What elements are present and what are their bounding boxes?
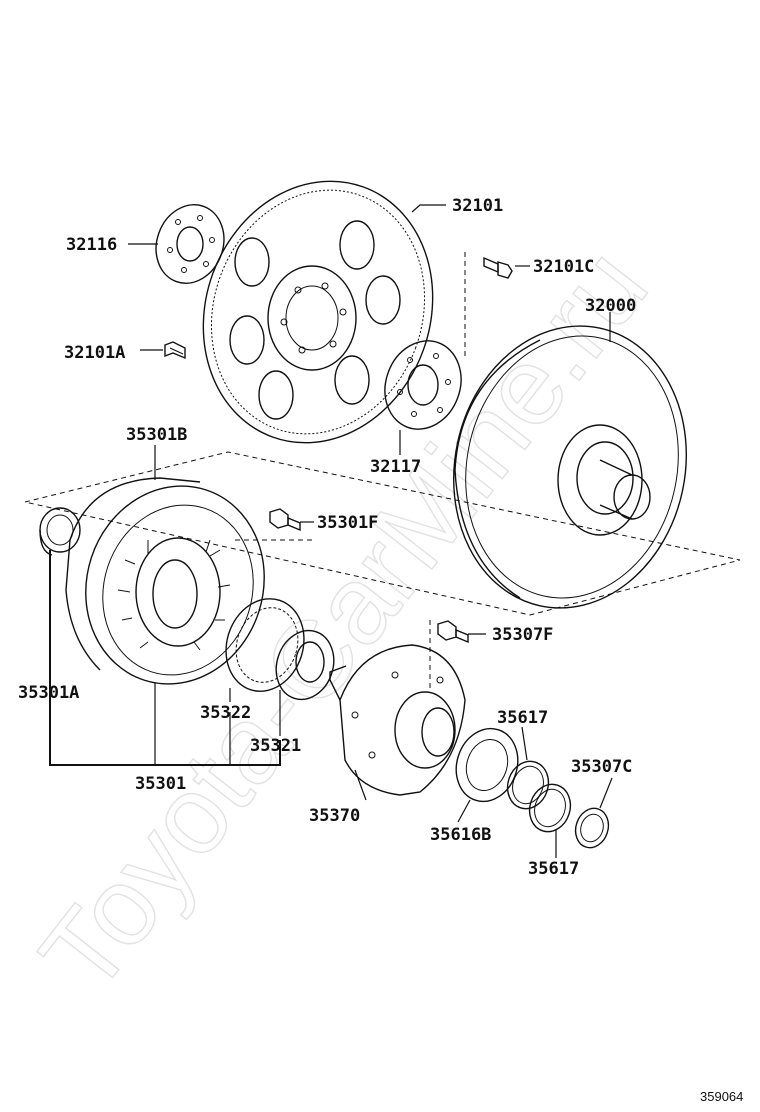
driven-gear-35322 — [225, 598, 305, 692]
seal-ring-35617-upper — [506, 760, 550, 810]
bolt-32101C — [483, 256, 513, 279]
flywheel-32101 — [202, 180, 434, 444]
label-32101C[interactable]: 32101C — [533, 257, 594, 277]
label-32117[interactable]: 32117 — [370, 457, 421, 477]
part-labels: 32101 32116 32101C 32000 32101A 32117 35… — [18, 196, 636, 879]
label-35616B[interactable]: 35616B — [430, 825, 491, 845]
label-35301[interactable]: 35301 — [135, 774, 186, 794]
torque-converter-32000 — [453, 325, 687, 609]
washer-35307C — [574, 807, 610, 849]
label-35321[interactable]: 35321 — [250, 736, 301, 756]
bolt-35307F — [437, 620, 469, 644]
seal-ring-35617-lower — [528, 783, 572, 833]
label-32116[interactable]: 32116 — [66, 235, 117, 255]
stator-shaft-35370 — [329, 644, 466, 796]
label-35370[interactable]: 35370 — [309, 806, 360, 826]
label-35307F[interactable]: 35307F — [492, 625, 553, 645]
label-35322[interactable]: 35322 — [200, 703, 251, 723]
leader-lines — [49, 204, 613, 858]
drive-gear-35321 — [275, 629, 335, 701]
label-35301B[interactable]: 35301B — [126, 425, 187, 445]
thrust-washer-35616B — [455, 727, 519, 803]
label-32101A[interactable]: 32101A — [64, 343, 125, 363]
plate-32117 — [384, 340, 462, 430]
drive-plate-32116 — [155, 204, 225, 284]
diagram-id: 359064 — [700, 1089, 743, 1104]
label-32101[interactable]: 32101 — [452, 196, 503, 216]
label-35301F[interactable]: 35301F — [317, 513, 378, 533]
bolt-35301F — [269, 508, 301, 532]
oil-seal-35301A — [39, 507, 81, 556]
oil-pump-body-35301 — [65, 477, 265, 685]
label-35307C[interactable]: 35307C — [571, 757, 632, 777]
bolt-32101A — [164, 341, 186, 360]
assembly-dashed-outline — [24, 252, 741, 690]
label-35617-upper[interactable]: 35617 — [497, 708, 548, 728]
label-35617-lower[interactable]: 35617 — [528, 859, 579, 879]
label-32000[interactable]: 32000 — [585, 296, 636, 316]
label-35301A[interactable]: 35301A — [18, 683, 79, 703]
